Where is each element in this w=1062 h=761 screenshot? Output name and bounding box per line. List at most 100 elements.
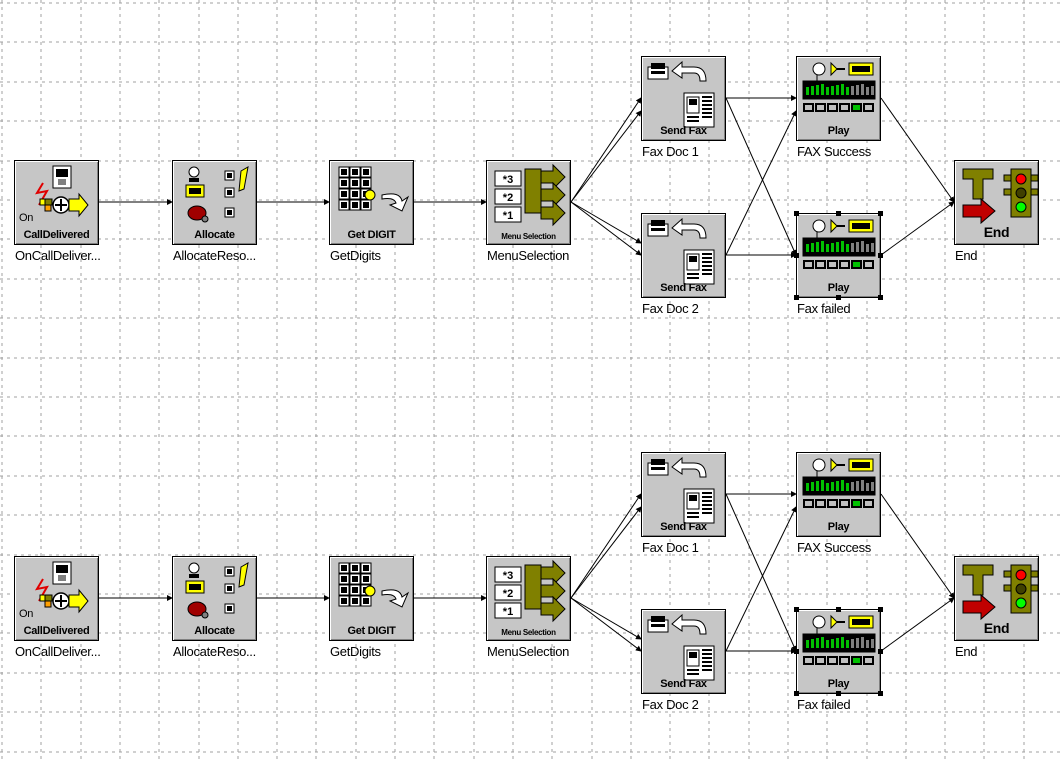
node-caption: Send Fax [660, 678, 707, 690]
connector [570, 110, 642, 203]
play-prompt-icon [802, 457, 876, 508]
connector [880, 493, 955, 599]
selection-handle[interactable] [878, 649, 883, 654]
connector [570, 506, 642, 599]
send-fax-icon [647, 60, 715, 128]
svg-text:*2: *2 [503, 192, 513, 204]
connector [725, 493, 797, 652]
node-label[interactable]: Fax failed [797, 697, 851, 712]
node-caption: Play [827, 678, 850, 690]
selection-handle[interactable] [794, 295, 799, 300]
node-caption-prefix: On [19, 608, 34, 620]
fax-doc-1-node[interactable]: Send Fax [641, 56, 726, 141]
node-caption: Play [827, 521, 850, 533]
node-label[interactable]: End [955, 248, 978, 263]
node-label[interactable]: Fax Doc 1 [642, 540, 699, 555]
node-caption: Get DIGIT [347, 229, 396, 241]
send-fax-icon [647, 217, 715, 285]
node-caption: Menu Selection [501, 628, 556, 637]
get-digit-icon [338, 562, 410, 608]
menu-selection-node[interactable]: *3 *2 *1 Menu Selection [486, 160, 571, 245]
node-label[interactable]: AllocateReso... [173, 644, 256, 659]
fax-doc-2-node[interactable]: Send Fax [641, 609, 726, 694]
selection-handle[interactable] [836, 607, 841, 612]
end-node[interactable]: End [954, 160, 1039, 245]
end-node[interactable]: End [954, 556, 1039, 641]
connector [880, 597, 955, 652]
allocate-resource-icon [185, 166, 249, 223]
menu-selection-icon: *3 *2 *1 [494, 163, 566, 227]
call-delivered-icon [34, 165, 89, 218]
node-label[interactable]: Fax Doc 2 [642, 301, 699, 316]
node-caption: Allocate [194, 625, 235, 637]
selection-handle[interactable] [836, 295, 841, 300]
selection-handle[interactable] [794, 649, 799, 654]
fax-doc-2-node[interactable]: Send Fax [641, 213, 726, 298]
fax-doc-1-node[interactable]: Send Fax [641, 452, 726, 537]
play-prompt-icon [802, 218, 876, 269]
node-label[interactable]: Fax failed [797, 301, 851, 316]
node-caption: CallDelivered [23, 625, 90, 637]
node-label[interactable]: MenuSelection [487, 644, 570, 659]
selection-handle[interactable] [878, 253, 883, 258]
selection-handle[interactable] [836, 691, 841, 696]
allocate-resource-node[interactable]: Allocate [172, 160, 257, 245]
connector [570, 597, 642, 640]
connector [880, 97, 955, 203]
play-prompt-icon [802, 61, 876, 112]
allocate-resource-node[interactable]: Allocate [172, 556, 257, 641]
node-label[interactable]: MenuSelection [487, 248, 570, 263]
node-label[interactable]: GetDigits [330, 248, 381, 263]
connector [570, 201, 642, 244]
menu-selection-icon: *3 *2 *1 [494, 559, 566, 623]
fax-failed-play-node[interactable]: Play [796, 609, 881, 694]
get-digits-node[interactable]: Get DIGIT [329, 160, 414, 245]
selection-handle[interactable] [878, 607, 883, 612]
send-fax-icon [647, 613, 715, 681]
selection-handle[interactable] [794, 211, 799, 216]
svg-text:*1: *1 [503, 210, 513, 222]
connector [725, 506, 797, 652]
fax-failed-play-node[interactable]: Play [796, 213, 881, 298]
send-fax-icon [647, 456, 715, 524]
node-caption: Play [827, 125, 850, 137]
node-label[interactable]: Fax Doc 2 [642, 697, 699, 712]
end-icon [962, 168, 1039, 225]
node-caption: Send Fax [660, 282, 707, 294]
selection-handle[interactable] [794, 691, 799, 696]
call-delivered-icon [34, 561, 89, 614]
selection-handle[interactable] [878, 211, 883, 216]
play-prompt-icon [802, 614, 876, 665]
selection-handle[interactable] [794, 253, 799, 258]
allocate-resource-icon [185, 562, 249, 619]
end-icon [962, 564, 1039, 621]
node-label[interactable]: AllocateReso... [173, 248, 256, 263]
node-label[interactable]: OnCallDeliver... [15, 644, 101, 659]
selection-handle[interactable] [794, 607, 799, 612]
get-digits-node[interactable]: Get DIGIT [329, 556, 414, 641]
selection-handle[interactable] [836, 211, 841, 216]
connector [880, 201, 955, 256]
node-label[interactable]: OnCallDeliver... [15, 248, 101, 263]
fax-success-play-node[interactable]: Play [796, 452, 881, 537]
connector [570, 97, 642, 203]
node-caption: End [983, 620, 1010, 636]
svg-text:*1: *1 [503, 606, 513, 618]
node-caption: Send Fax [660, 521, 707, 533]
node-label[interactable]: FAX Success [797, 144, 872, 159]
fax-success-play-node[interactable]: Play [796, 56, 881, 141]
node-label[interactable]: GetDigits [330, 644, 381, 659]
node-caption: End [983, 224, 1010, 240]
svg-text:*3: *3 [503, 174, 513, 186]
node-label[interactable]: End [955, 644, 978, 659]
menu-selection-node[interactable]: *3 *2 *1 Menu Selection [486, 556, 571, 641]
node-label[interactable]: FAX Success [797, 540, 872, 555]
node-caption: Allocate [194, 229, 235, 241]
selection-handle[interactable] [878, 295, 883, 300]
svg-text:*2: *2 [503, 588, 513, 600]
node-caption: Play [827, 282, 850, 294]
node-label[interactable]: Fax Doc 1 [642, 144, 699, 159]
selection-handle[interactable] [878, 691, 883, 696]
